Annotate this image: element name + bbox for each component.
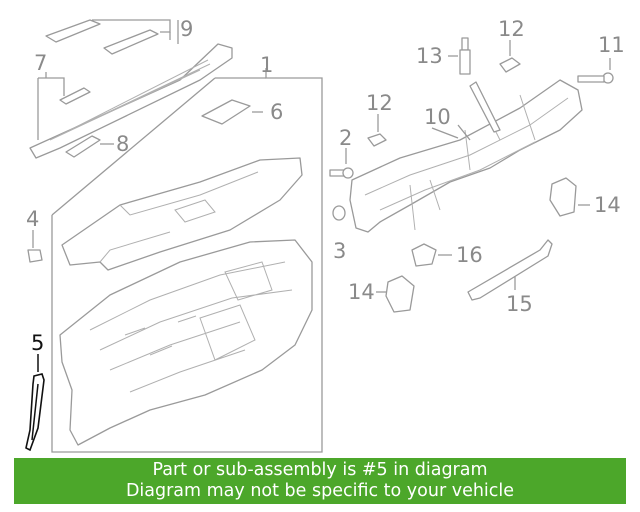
part-2-bolt [329, 148, 354, 179]
part-8-vent [65, 135, 114, 158]
callout-12-right[interactable]: 12 [498, 17, 525, 41]
part-4-clip [27, 230, 43, 263]
callout-15[interactable]: 15 [506, 292, 533, 316]
defroster-panel [29, 43, 233, 159]
callout-6[interactable]: 6 [270, 100, 283, 124]
callout-14-lower[interactable]: 14 [348, 280, 375, 304]
part-9-trims [45, 19, 171, 55]
callout-12-left[interactable]: 12 [366, 91, 393, 115]
callout-13[interactable]: 13 [416, 44, 443, 68]
callout-1[interactable]: 1 [260, 53, 273, 77]
upper-dash-panel [61, 157, 303, 271]
part-12-clip-right [499, 40, 521, 73]
callout-7[interactable]: 7 [34, 51, 47, 75]
part-5-side-trim [25, 354, 45, 452]
part-7-vent [37, 72, 91, 140]
part-15-bracket [467, 239, 553, 301]
part-16-bracket [411, 243, 452, 267]
callout-11[interactable]: 11 [598, 33, 625, 57]
callout-3[interactable]: 3 [333, 239, 346, 263]
part-6-pad [201, 99, 263, 125]
callout-10[interactable]: 10 [424, 105, 451, 129]
dashboard-group-bracket [51, 68, 323, 453]
part-14-bracket-lower [376, 275, 415, 313]
part-3-nut [332, 205, 346, 221]
part-12-clip-left [367, 114, 387, 147]
parts-diagram: 1 2 3 4 5 6 7 8 9 10 11 12 12 13 14 14 1… [25, 17, 625, 453]
part-14-bracket-right [549, 177, 590, 217]
info-banner: Part or sub-assembly is #5 in diagram Di… [14, 458, 626, 504]
cross-car-beam [349, 79, 583, 233]
callout-2[interactable]: 2 [339, 126, 352, 150]
banner-line-2: Diagram may not be specific to your vehi… [125, 481, 515, 501]
callout-16[interactable]: 16 [456, 243, 483, 267]
callout-5[interactable]: 5 [31, 331, 44, 355]
callout-8[interactable]: 8 [116, 132, 129, 156]
callout-9[interactable]: 9 [180, 17, 193, 41]
callout-14-right[interactable]: 14 [594, 193, 621, 217]
instrument-panel [59, 239, 313, 446]
banner-line-1: Part or sub-assembly is #5 in diagram [152, 460, 488, 480]
part-11-bolt [577, 58, 614, 84]
part-13-stud [448, 37, 471, 75]
callout-4[interactable]: 4 [26, 207, 39, 231]
leader-lines [177, 20, 459, 139]
